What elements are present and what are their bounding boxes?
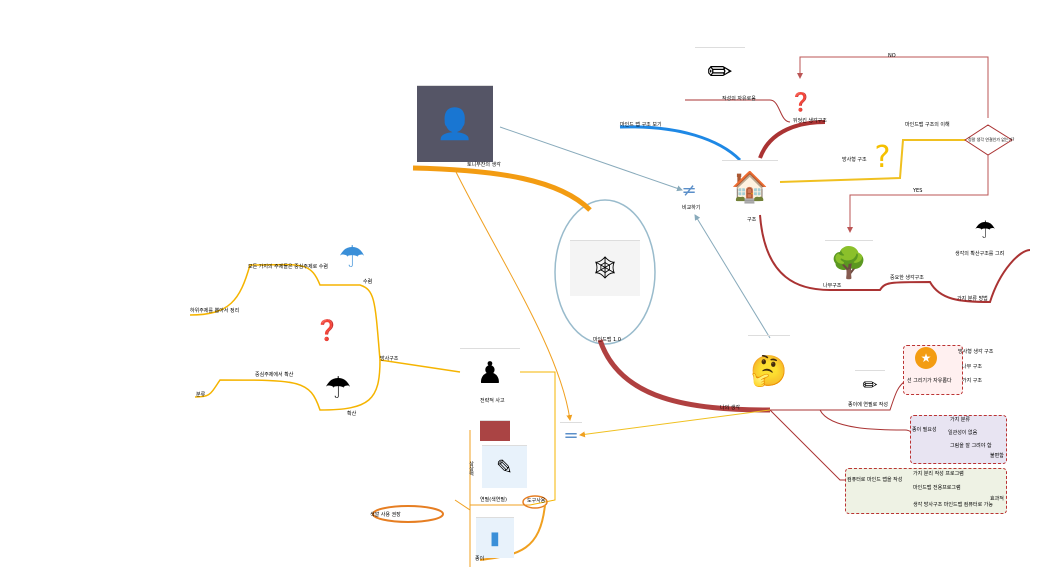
program1-label: 가지 분리 작성 프로그램 bbox=[913, 471, 964, 477]
mindmap-image: 🕸 bbox=[570, 240, 640, 296]
chess-player-icon: ♟ bbox=[460, 348, 520, 397]
center-label: 마인드맵 1.0 bbox=[593, 337, 621, 343]
pencil-label: 연필(색연필) bbox=[480, 497, 507, 503]
pencil-case-icon: ✏ bbox=[695, 47, 745, 96]
structure-radial: 방사형 구조 bbox=[842, 157, 867, 163]
no-label: NO bbox=[888, 53, 896, 59]
tony-buzan-portrait: 👤 bbox=[417, 85, 493, 162]
sub-topic-label: 하위주제를 뽑아서 정리 bbox=[190, 308, 240, 314]
classify-left-label: 분류 bbox=[196, 392, 206, 398]
equal-icon: = bbox=[560, 422, 582, 448]
diverge-desc: 중심주제에서 확산 bbox=[255, 372, 294, 378]
program2-label: 마인드맵 전용프로그램 bbox=[913, 485, 961, 491]
structure-tangled: 뒤엉킨 생각구조 bbox=[793, 118, 827, 124]
buzan-label: 토니부잔의 생각 bbox=[467, 162, 501, 168]
tree-icon: 🌳 bbox=[825, 240, 873, 286]
tree-structure-label: 나무 구조 bbox=[962, 364, 982, 370]
drawing-label: 그림을 잘 그려야 함 bbox=[950, 443, 992, 449]
program3-label: 생각 방사구조 마인드맵 컴퓨터로 가능 bbox=[913, 502, 993, 508]
imagination-image bbox=[480, 420, 510, 441]
thinking-man-icon: 🤔 bbox=[748, 335, 790, 406]
free-line-label: 선 그리기가 자유롭다 bbox=[907, 378, 952, 384]
question-mark-icon: ? bbox=[874, 140, 891, 175]
pencil-drawing-icon: ✎ bbox=[482, 445, 527, 488]
converge-desc: 모든 가지의 주제들은 중심주제로 수렴 bbox=[248, 264, 328, 270]
radial-label: 방사형 생각 구조 bbox=[958, 349, 994, 355]
computer-label: 컴퓨터로 마인드 맵을 작성 bbox=[847, 477, 903, 483]
tree-label: 나무구조 bbox=[823, 283, 842, 289]
classify-label: 가지 분류 bbox=[950, 417, 970, 423]
paper-icon: ▮ bbox=[476, 517, 514, 558]
strategy-label: 전략적 사고 bbox=[480, 398, 505, 404]
paper-label: 종이에 연필로 작성 bbox=[848, 402, 888, 408]
yes-label: YES bbox=[913, 188, 923, 194]
imagination-label: 상상력 bbox=[468, 461, 474, 476]
branch-method-label: 가지 분류 방법 bbox=[957, 296, 988, 302]
branch-structure-label: 가지 구조 bbox=[962, 378, 982, 384]
structure-understand: 마인드맵 구조의 이해 bbox=[905, 122, 950, 128]
structure-view: 마인드 맵 구조 보기 bbox=[620, 122, 662, 128]
closed-umbrella-icon: ☂ bbox=[338, 240, 366, 275]
inconsistent-label: 일관성이 없음 bbox=[948, 430, 978, 436]
question-web-icon: ❓ bbox=[789, 91, 813, 113]
mine-label: 나의 생각 bbox=[720, 405, 740, 411]
pencil-case-icon: ✏ bbox=[855, 370, 885, 399]
compare-label: 비교하기 bbox=[682, 205, 701, 211]
effective-label: 효과적 bbox=[990, 496, 1004, 502]
converge-label: 수렴 bbox=[363, 279, 373, 285]
tools-label: 도구사용 bbox=[527, 498, 546, 504]
important-label: 중요한 생각구조 bbox=[890, 275, 924, 281]
paper-need-group bbox=[910, 415, 1007, 464]
decision-label: 정말 생각 연결인가 없는가? bbox=[968, 137, 1015, 142]
color-label: 색깔 사용 권장 bbox=[370, 512, 401, 518]
free-badge-icon: ★ bbox=[915, 347, 937, 369]
not-equal-icon: ≠ bbox=[681, 179, 697, 201]
umbrella-icon: ☂ bbox=[974, 216, 996, 244]
structure-free: 작성의 자유로움 bbox=[722, 96, 756, 102]
question-web-icon: ❓ bbox=[314, 317, 340, 342]
radial-structure-label: 방사구조 bbox=[380, 356, 399, 362]
house-icon: 🏠 bbox=[722, 160, 778, 213]
computer-group bbox=[845, 468, 1007, 514]
need-label: 종이 필요성 bbox=[912, 427, 937, 433]
inconvenient-label: 불편함 bbox=[990, 453, 1004, 459]
spread-label: 생각의 확산구조를 그려 bbox=[955, 251, 1005, 257]
umbrella-icon: ☂ bbox=[324, 370, 352, 406]
diverge-label: 확산 bbox=[347, 411, 357, 417]
structure-label: 구조 bbox=[747, 217, 757, 223]
paper-left-label: 종이 bbox=[475, 556, 485, 562]
